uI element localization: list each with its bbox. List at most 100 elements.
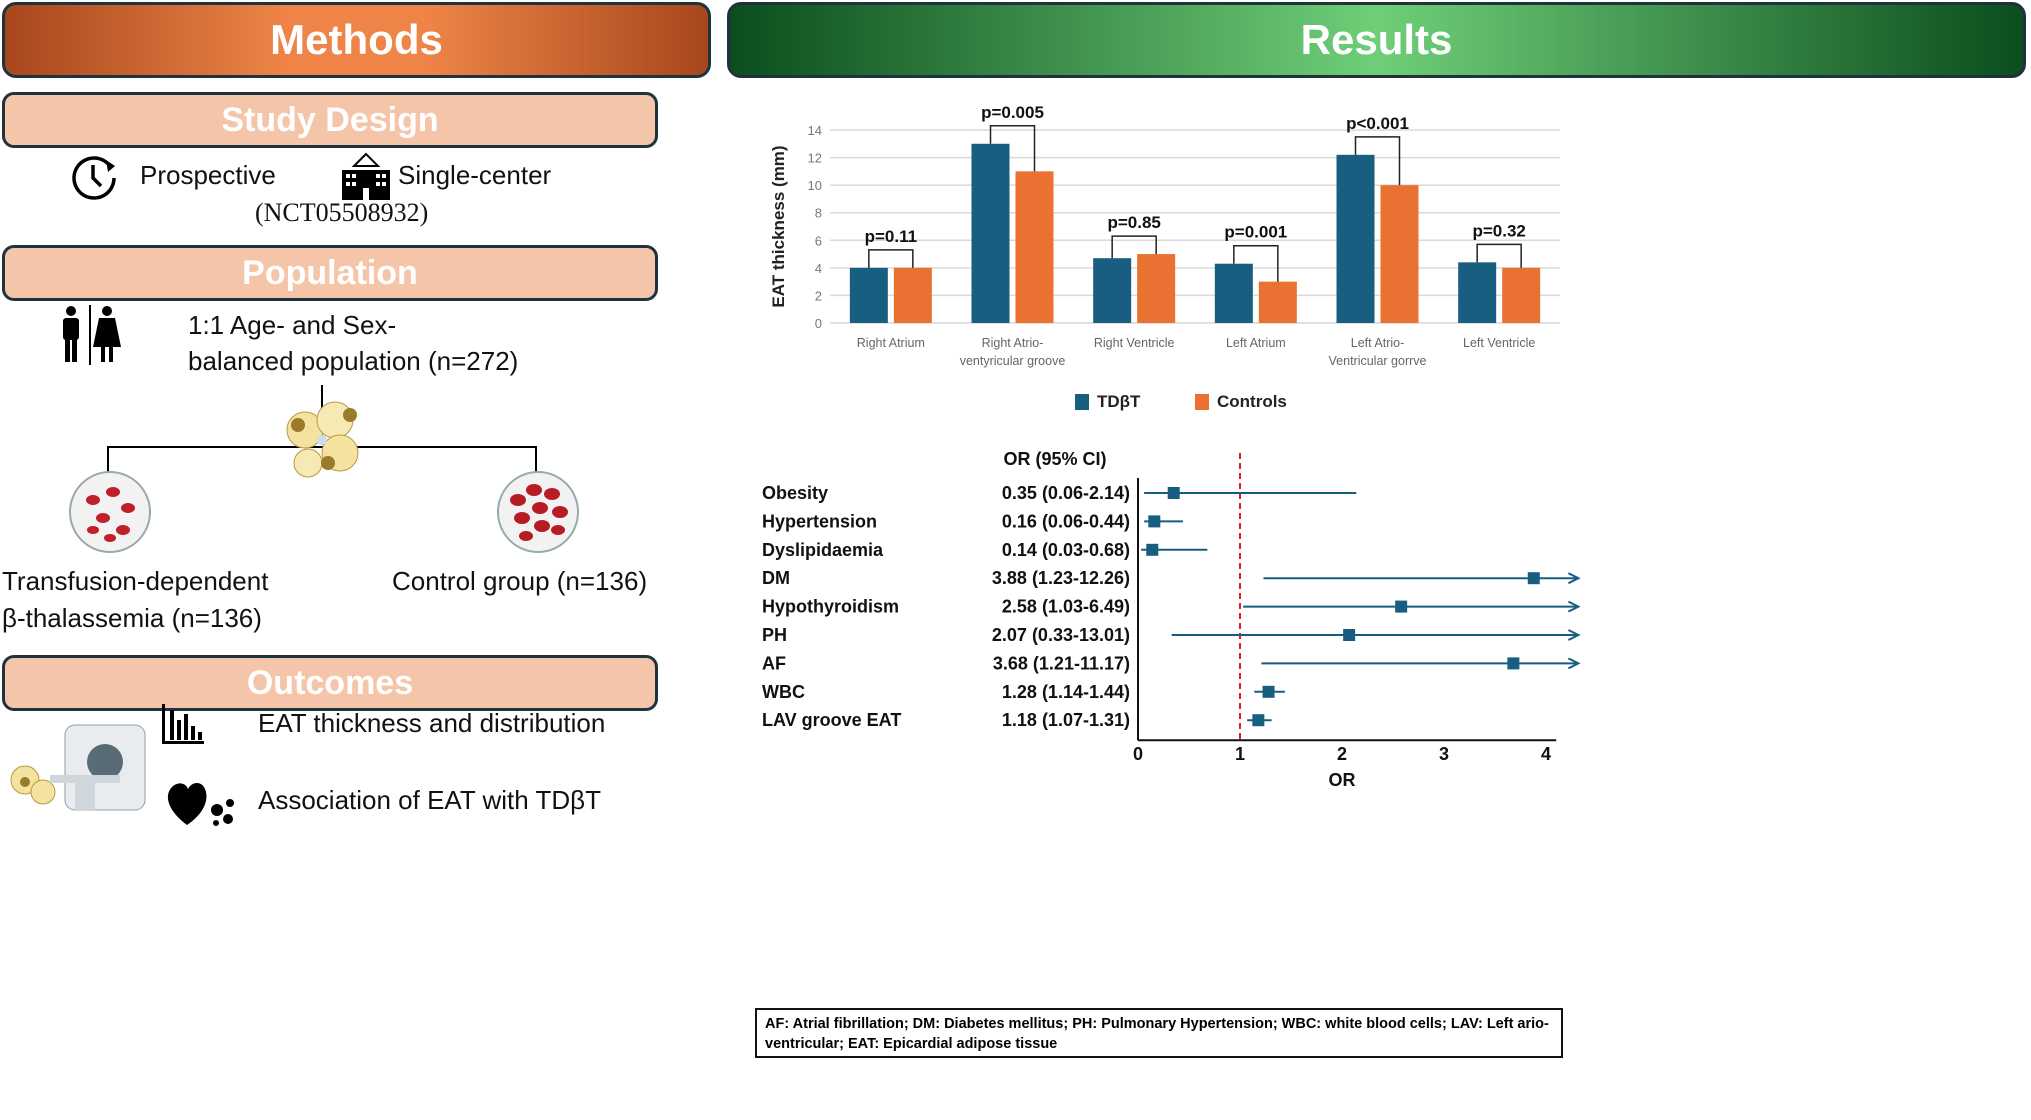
point-estimate [1262, 685, 1275, 698]
outcome-eat-thickness: EAT thickness and distribution [258, 708, 606, 738]
row-label: Obesity [762, 483, 828, 503]
row-or-text: 3.88 (1.23-12.26) [992, 568, 1130, 588]
bar-controls [1137, 254, 1176, 323]
row-label: AF [762, 653, 786, 673]
bar-chart-icon [162, 704, 204, 744]
population-title: Population [242, 253, 418, 292]
legend-tdbt: TDβT [1075, 392, 1140, 412]
x-tick-label: Left Ventricle [1463, 336, 1535, 350]
methods-title: Methods [270, 16, 443, 63]
thalassemia-group-line1: Transfusion-dependent [2, 566, 269, 596]
p-value-label: p=0.001 [1224, 223, 1287, 242]
p-value-label: p=0.32 [1472, 221, 1525, 240]
bar-controls [1380, 185, 1419, 323]
row-or-text: 2.07 (0.33-13.01) [992, 625, 1130, 645]
row-or-text: 0.14 (0.03-0.68) [1002, 540, 1130, 560]
x-tick-label: Right Ventricle [1094, 336, 1175, 350]
results-banner: Results [727, 2, 2026, 78]
row-label: WBC [762, 682, 805, 702]
x-tick-label: 0 [1133, 744, 1143, 764]
legend-label-tdbt: TDβT [1097, 392, 1141, 411]
x-tick-label: 2 [1337, 744, 1347, 764]
heart-fat-icon [167, 783, 234, 826]
x-axis-label: OR [1329, 770, 1356, 790]
row-or-text: 0.16 (0.06-0.44) [1002, 511, 1130, 531]
thalassemia-group-line2: β-thalassemia (n=136) [2, 603, 262, 633]
y-tick-label: 10 [808, 178, 822, 193]
y-tick-label: 14 [808, 123, 822, 138]
point-estimate [1507, 657, 1520, 670]
y-tick-label: 0 [815, 316, 822, 331]
bar-controls [1502, 267, 1541, 323]
study-design-header: Study Design [2, 92, 658, 148]
point-estimate [1395, 600, 1408, 613]
legend-label-controls: Controls [1217, 392, 1287, 411]
y-tick-label: 8 [815, 206, 822, 221]
bar-tdbt [1336, 154, 1375, 323]
point-estimate [1343, 629, 1356, 641]
row-label: Dyslipidaemia [762, 540, 884, 560]
bar-tdbt [1214, 263, 1253, 323]
arrow-icon [1567, 629, 1581, 641]
row-or-text: 1.18 (1.07-1.31) [1002, 710, 1130, 730]
outcomes-header: Outcomes [2, 655, 658, 711]
male-female-icon [63, 305, 121, 365]
population-header: Population [2, 245, 658, 301]
x-tick-label: ventyricular groove [960, 354, 1066, 368]
y-tick-label: 12 [808, 151, 822, 166]
point-estimate [1146, 543, 1159, 556]
population-line1: 1:1 Age- and Sex- [188, 310, 397, 340]
clock-refresh-icon [72, 156, 116, 200]
ct-scanner-icon [10, 724, 146, 811]
x-tick-label: Ventricular gorrve [1329, 354, 1427, 368]
p-value-label: p=0.11 [865, 227, 917, 246]
point-estimate [1527, 572, 1540, 585]
bar-tdbt [1458, 262, 1497, 323]
bar-controls [1258, 281, 1297, 323]
row-or-text: 2.58 (1.03-6.49) [1002, 597, 1130, 617]
arrow-icon [1567, 572, 1581, 585]
single-center-label: Single-center [398, 160, 552, 190]
population-line2: balanced population (n=272) [188, 346, 519, 376]
x-tick-label: Right Atrium [857, 336, 925, 350]
p-value-label: p=0.005 [981, 103, 1044, 122]
row-or-text: 1.28 (1.14-1.44) [1002, 682, 1130, 702]
y-tick-label: 2 [815, 288, 822, 303]
thalassemia-blood-cells-icon [69, 471, 151, 553]
bar-controls [1015, 171, 1054, 323]
y-tick-label: 4 [815, 261, 822, 276]
significance-bracket [868, 249, 914, 268]
adipocytes-icon [286, 401, 359, 478]
row-or-text: 0.35 (0.06-2.14) [1002, 483, 1130, 503]
outcomes-title: Outcomes [246, 663, 414, 702]
methods-banner: Methods [2, 2, 711, 78]
point-estimate [1252, 714, 1265, 727]
legend-swatch-tdbt [1075, 394, 1089, 410]
legend-controls: Controls [1195, 392, 1287, 412]
x-tick-label: Left Atrio- [1351, 336, 1405, 350]
x-tick-label: 3 [1439, 744, 1449, 764]
trial-id: (NCT05508932) [255, 198, 429, 227]
significance-bracket [1111, 235, 1157, 259]
p-value-label: p=0.85 [1107, 213, 1160, 232]
significance-bracket [1233, 244, 1279, 282]
prospective-label: Prospective [140, 160, 276, 190]
bar-tdbt [1093, 258, 1132, 323]
row-label: Hypothyroidism [762, 597, 899, 617]
arrow-icon [1567, 657, 1581, 670]
significance-bracket [1354, 136, 1401, 186]
arrow-icon [1567, 600, 1581, 613]
significance-bracket [989, 125, 1036, 172]
point-estimate [1148, 515, 1161, 528]
y-tick-label: 6 [815, 233, 822, 248]
control-group-label: Control group (n=136) [392, 566, 648, 596]
outcome-association: Association of EAT with TDβT [258, 785, 601, 815]
significance-bracket [1476, 243, 1522, 268]
population-tree [107, 385, 537, 478]
y-axis-label: EAT thickness (mm) [769, 145, 788, 307]
control-blood-cells-icon [497, 471, 579, 553]
point-estimate [1167, 487, 1180, 499]
bar-tdbt [971, 143, 1010, 323]
